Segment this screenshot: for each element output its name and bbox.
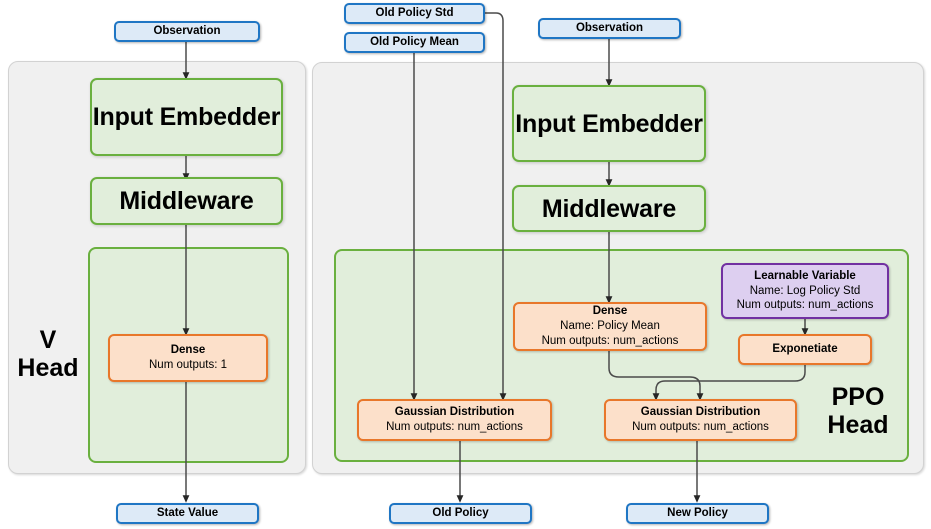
- v-dense-num-outputs: Num outputs: 1: [149, 359, 227, 371]
- ppo-exponetiate-label: Exponetiate: [772, 343, 838, 356]
- ppo-dense-num-outputs: Num outputs: num_actions: [541, 334, 679, 347]
- input-observation-ppo-label: Observation: [575, 22, 644, 35]
- v-input-embedder[interactable]: Input Embedder: [90, 78, 283, 156]
- output-old-policy-label: Old Policy: [432, 507, 489, 520]
- input-old-policy-mean-label: Old Policy Mean: [370, 36, 459, 49]
- ppo-head-label: PPO Head: [827, 383, 889, 439]
- ppo-input-embedder-label: Input Embedder: [515, 109, 703, 138]
- output-old-policy[interactable]: Old Policy: [389, 503, 532, 524]
- ppo-gaussian-old-num-outputs: Num outputs: num_actions: [386, 421, 523, 433]
- ppo-gaussian-old[interactable]: Gaussian Distribution Num outputs: num_a…: [357, 399, 552, 441]
- input-old-policy-mean[interactable]: Old Policy Mean: [344, 32, 485, 53]
- ppo-learnable-variable-title: Learnable Variable: [754, 269, 856, 282]
- ppo-learnable-variable[interactable]: Learnable Variable Name: Log Policy Std …: [721, 263, 889, 319]
- input-old-policy-std[interactable]: Old Policy Std: [344, 3, 485, 24]
- ppo-input-embedder[interactable]: Input Embedder: [512, 85, 706, 162]
- input-old-policy-std-label: Old Policy Std: [375, 7, 454, 20]
- output-new-policy[interactable]: New Policy: [626, 503, 769, 524]
- ppo-dense-policy-mean[interactable]: Dense Name: Policy Mean Num outputs: num…: [513, 302, 707, 351]
- ppo-dense-name: Name: Policy Mean: [560, 320, 660, 333]
- ppo-dense-title: Dense: [592, 305, 628, 318]
- ppo-exponetiate[interactable]: Exponetiate: [738, 334, 872, 365]
- v-middleware-label: Middleware: [119, 187, 254, 215]
- ppo-gaussian-new-num-outputs: Num outputs: num_actions: [632, 421, 769, 433]
- v-head-label: V Head: [17, 326, 79, 382]
- output-state-value[interactable]: State Value: [116, 503, 259, 524]
- v-dense-title: Dense: [170, 344, 206, 357]
- ppo-gaussian-old-title: Gaussian Distribution: [394, 406, 515, 419]
- ppo-gaussian-new-title: Gaussian Distribution: [640, 406, 761, 419]
- v-input-embedder-label: Input Embedder: [92, 103, 281, 131]
- ppo-gaussian-new[interactable]: Gaussian Distribution Num outputs: num_a…: [604, 399, 797, 441]
- v-dense[interactable]: Dense Num outputs: 1: [108, 334, 268, 382]
- ppo-middleware[interactable]: Middleware: [512, 185, 706, 232]
- ppo-learnable-variable-num-outputs: Num outputs: num_actions: [736, 299, 874, 312]
- input-observation-v[interactable]: Observation: [114, 21, 260, 42]
- input-observation-v-label: Observation: [153, 25, 221, 38]
- ppo-middleware-label: Middleware: [541, 194, 677, 223]
- input-observation-ppo[interactable]: Observation: [538, 18, 681, 39]
- output-state-value-label: State Value: [156, 507, 219, 520]
- v-middleware[interactable]: Middleware: [90, 177, 283, 225]
- output-new-policy-label: New Policy: [667, 507, 728, 520]
- ppo-learnable-variable-name: Name: Log Policy Std: [749, 284, 861, 297]
